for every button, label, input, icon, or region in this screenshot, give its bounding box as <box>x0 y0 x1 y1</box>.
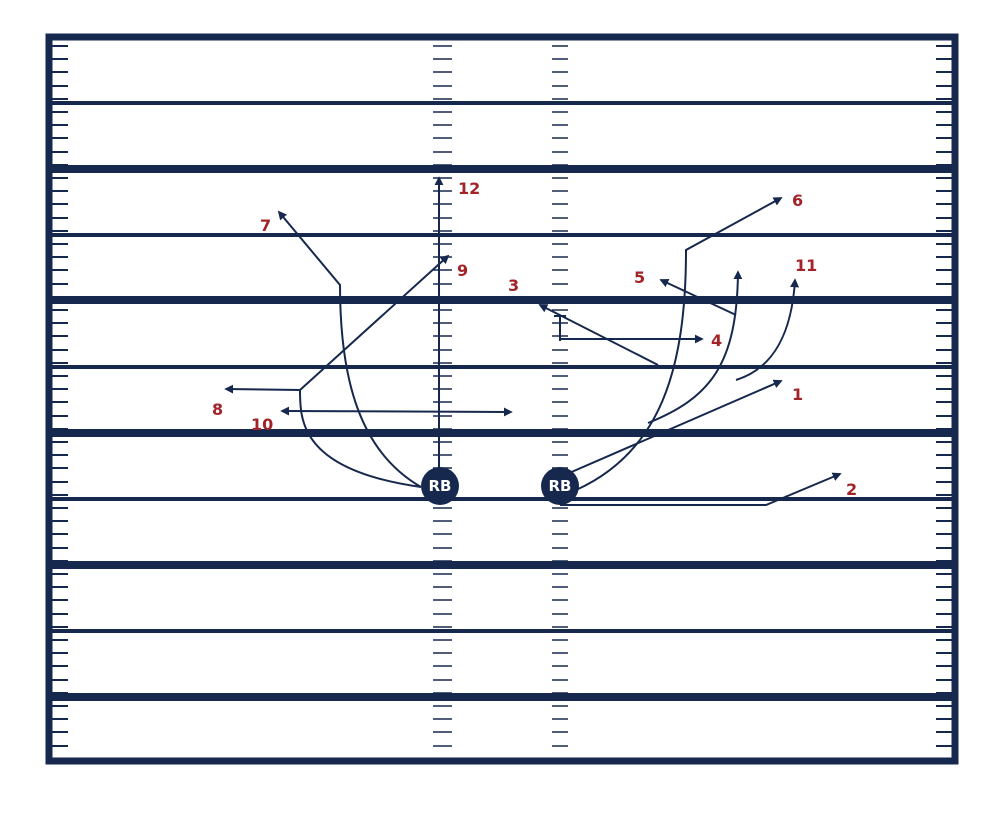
field-border <box>45 33 959 765</box>
route-number-1: 1 <box>792 385 803 404</box>
route-6-path <box>575 197 783 491</box>
rb-left-label: RB <box>429 477 452 495</box>
route-number-8: 8 <box>212 400 223 419</box>
route-5-path <box>659 278 737 316</box>
route-number-9: 9 <box>457 261 468 280</box>
inbound-hash-marks <box>433 45 568 747</box>
routes <box>224 176 842 506</box>
route-8-path <box>224 384 422 488</box>
field-structure <box>45 33 959 765</box>
route-number-3: 3 <box>508 276 519 295</box>
route-number-2: 2 <box>846 480 857 499</box>
route-number-10: 10 <box>251 415 273 434</box>
route-10-path <box>280 406 513 417</box>
sideline-hash-marks <box>52 45 952 747</box>
rb-right-label: RB <box>549 477 572 495</box>
yard-lines <box>52 101 952 701</box>
rb-left-marker <box>421 467 459 505</box>
route-number-4: 4 <box>711 331 722 350</box>
route-3-path <box>538 304 659 366</box>
route-number-5: 5 <box>634 268 645 287</box>
route-1-path <box>559 379 783 478</box>
route-11-path <box>735 278 800 381</box>
route-number-12: 12 <box>458 179 480 198</box>
player-rb-right: RB <box>541 467 579 505</box>
route-number-7: 7 <box>260 216 271 235</box>
route-9-path <box>299 254 450 391</box>
route-number-11: 11 <box>795 256 817 275</box>
player-rb-left: RB <box>421 467 459 505</box>
route-number-6: 6 <box>792 191 803 210</box>
route-5-stem <box>647 270 743 424</box>
route-2-path <box>560 472 842 506</box>
route-7-path <box>277 210 422 488</box>
route-labels: 1 2 3 4 5 6 7 8 9 10 11 12 <box>212 179 857 499</box>
rb-right-marker <box>541 467 579 505</box>
route-4-stem <box>554 315 566 341</box>
